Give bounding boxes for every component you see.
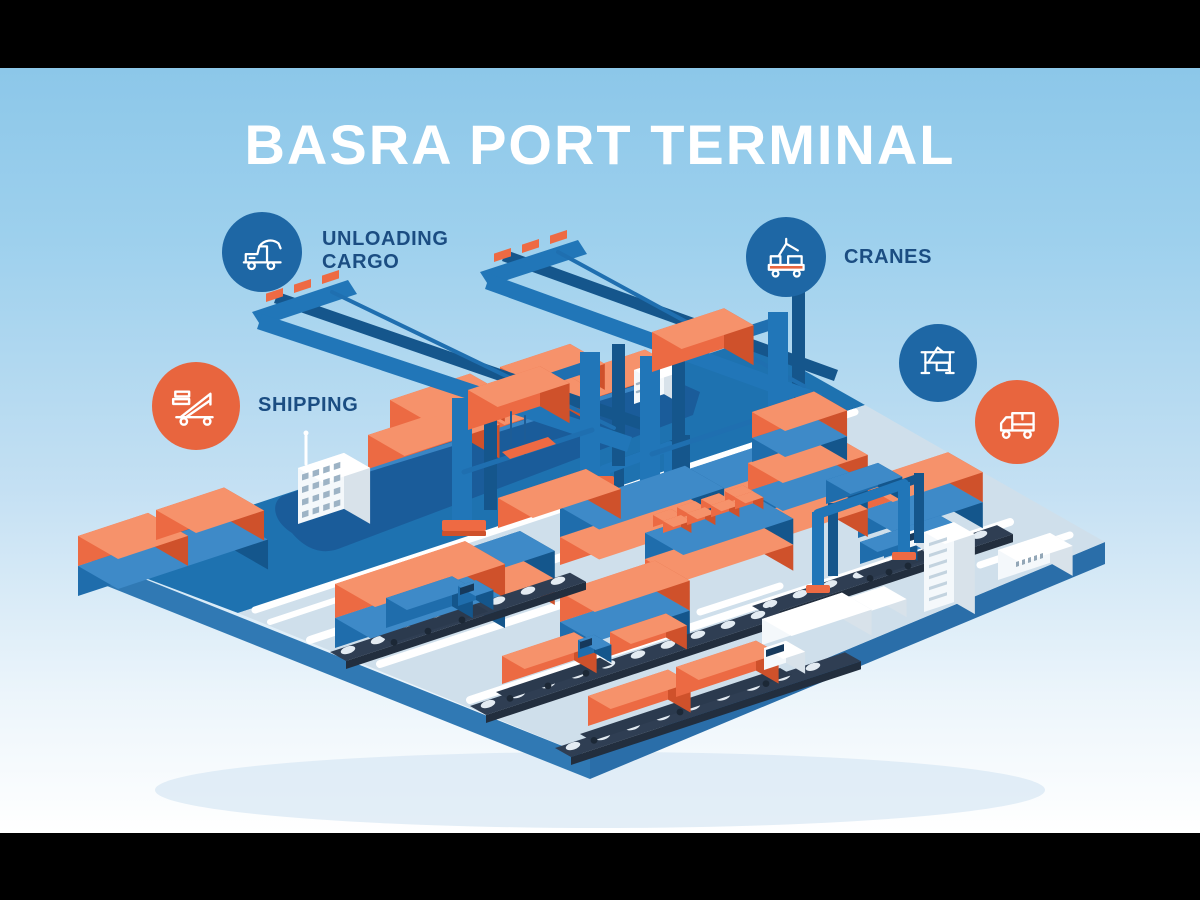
gantry-crane-1	[252, 270, 648, 536]
badge-cranes	[746, 217, 826, 297]
badge-shipping	[152, 362, 240, 450]
delivery-truck-icon	[999, 411, 1035, 439]
label-shipping: SHIPPING	[258, 394, 358, 417]
container-truck-1	[380, 576, 494, 646]
label-cranes: CRANES	[844, 246, 932, 269]
label-line: SHIPPING	[258, 394, 359, 416]
yard-gantry-1	[806, 462, 924, 593]
label-unloading-cargo: UNLOADING CARGO	[322, 228, 449, 274]
badge-delivery-truck	[975, 380, 1059, 464]
badge-gantry-crane	[899, 324, 977, 402]
container-truck-2	[496, 632, 612, 702]
container-truck-3	[580, 640, 806, 744]
poster-canvas: BASRA PORT TERMINAL UNLOADING CARGO	[0, 68, 1200, 833]
badge-unloading-cargo	[222, 212, 302, 292]
cargo-loader-icon	[172, 390, 215, 427]
platform-shadow	[155, 752, 1045, 828]
crane-truck-icon	[767, 237, 805, 278]
port-terminal-illustration	[78, 230, 1105, 828]
gantry-crane-icon	[920, 346, 956, 375]
loose-container	[610, 613, 687, 656]
poster-title: BASRA PORT TERMINAL	[244, 113, 956, 176]
label-line: CRANES	[844, 246, 933, 268]
mobile-crane-icon	[242, 239, 282, 270]
buildings	[762, 522, 1073, 645]
label-line: CARGO	[322, 251, 400, 273]
label-line: UNLOADING	[322, 228, 449, 250]
